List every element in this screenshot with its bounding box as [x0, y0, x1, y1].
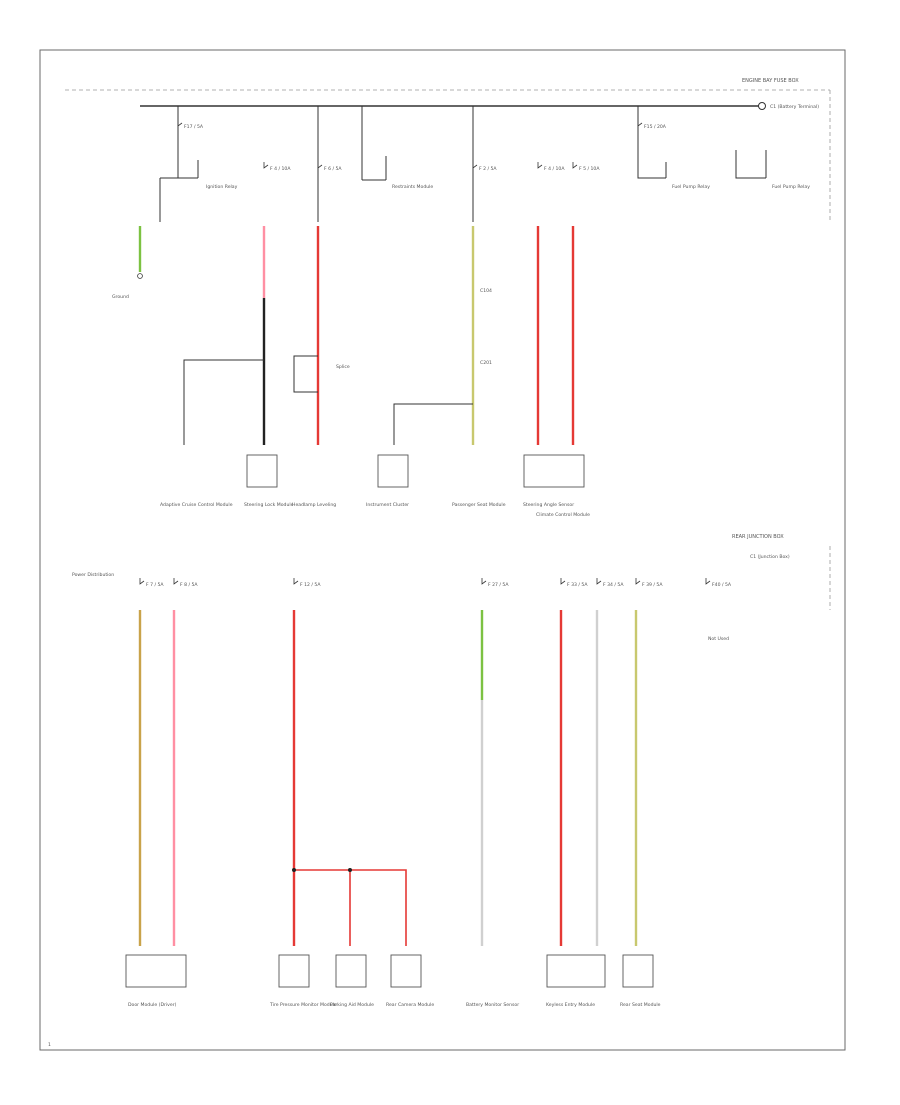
relay-branch [362, 156, 387, 181]
ground-point [137, 273, 143, 279]
fuse-symbol: F 34 / 5A [596, 578, 624, 588]
spare-fuse-label: Not Used [708, 636, 729, 642]
module-headlamp-leveling: Headlamp Leveling [292, 502, 336, 508]
svg-text:F 2 / 5A: F 2 / 5A [479, 166, 497, 172]
splice-point [292, 868, 296, 872]
wire-splice-branch [294, 869, 407, 946]
module-rear-camera: Rear Camera Module [386, 954, 434, 1008]
svg-text:Climate Control Module: Climate Control Module [536, 512, 590, 518]
inline-connector-label: Splice [336, 364, 350, 370]
svg-text:Adaptive Cruise Control Module: Adaptive Cruise Control Module [160, 502, 233, 508]
module-adaptive-cruise: Adaptive Cruise Control Module [160, 502, 233, 508]
svg-text:F 6 / 5A: F 6 / 5A [324, 166, 342, 172]
module-steering-angle: Steering Angle Sensor [523, 454, 585, 508]
battery-terminal-connector [758, 102, 766, 110]
module-door-driver: Door Module (Driver) [125, 954, 187, 1008]
svg-text:Rear Seat Module: Rear Seat Module [620, 1002, 661, 1008]
module-tire-pressure: Tire Pressure Monitor Module [269, 954, 337, 1008]
svg-text:Steering Lock Module: Steering Lock Module [244, 502, 294, 508]
inline-connector-label: C201 [480, 360, 492, 366]
svg-text:F15 / 20A: F15 / 20A [644, 124, 667, 130]
module-parking-aid: Parking Aid Module [330, 954, 374, 1008]
relay-branch [637, 146, 667, 179]
module-climate-control: Climate Control Module [536, 512, 590, 518]
fuse-symbol: F40 / 5A [705, 578, 732, 588]
top-connector-label: C1 (Battery Terminal) [770, 104, 819, 110]
svg-text:Battery Monitor Sensor: Battery Monitor Sensor [466, 1002, 519, 1008]
diagram-frame [39, 49, 846, 1051]
module-steering-lock: Steering Lock Module [244, 454, 294, 508]
splice-point [348, 868, 352, 872]
svg-text:F 4 / 10A: F 4 / 10A [544, 166, 565, 172]
svg-text:F 12 / 5A: F 12 / 5A [300, 582, 321, 588]
fuse-symbol: F 8 / 5A [173, 578, 198, 588]
fuse-symbol: F 4 / 10A [263, 162, 291, 172]
svg-text:F 27 / 5A: F 27 / 5A [488, 582, 509, 588]
relay-branch [735, 150, 767, 179]
svg-text:F 34 / 5A: F 34 / 5A [603, 582, 624, 588]
svg-text:Keyless Entry Module: Keyless Entry Module [546, 1002, 595, 1008]
top-header-label: ENGINE BAY FUSE BOX [742, 78, 799, 84]
page-number: 1 [48, 1042, 51, 1048]
svg-text:Parking Aid Module: Parking Aid Module [330, 1002, 374, 1008]
svg-text:F 8 / 5A: F 8 / 5A [180, 582, 198, 588]
relay-label: Fuel Pump Relay [772, 184, 810, 190]
fuse-symbol: F 7 / 5A [139, 578, 164, 588]
relay-label: Fuel Pump Relay [672, 184, 710, 190]
svg-text:Passenger Seat Module: Passenger Seat Module [452, 502, 506, 508]
svg-text:Tire Pressure Monitor Module: Tire Pressure Monitor Module [269, 1002, 337, 1008]
bottom-connector-label: C1 (Junction Box) [750, 554, 790, 560]
fuse-symbol: F 5 / 10A [572, 162, 600, 172]
fuse-symbol: F 12 / 5A [293, 578, 321, 588]
fuse-symbol: F 2 / 5A [472, 162, 497, 172]
svg-text:F17 / 5A: F17 / 5A [184, 124, 204, 130]
svg-text:F 4 / 10A: F 4 / 10A [270, 166, 291, 172]
module-passenger-seat: Passenger Seat Module [452, 502, 506, 508]
relay-label: Restraints Module [392, 184, 433, 190]
fuse-symbol: F 39 / 5A [635, 578, 663, 588]
svg-text:Steering Angle Sensor: Steering Angle Sensor [523, 502, 574, 508]
svg-text:Instrument Cluster: Instrument Cluster [366, 502, 409, 508]
bottom-header-label: REAR JUNCTION BOX [732, 534, 784, 540]
inline-connector-label: C104 [480, 288, 492, 294]
wire-splice-branch [183, 359, 264, 445]
bottom-left-connector-label: Power Distribution [72, 572, 114, 578]
svg-text:Headlamp Leveling: Headlamp Leveling [292, 502, 336, 508]
svg-text:F 39 / 5A: F 39 / 5A [642, 582, 663, 588]
fuse-symbol: F 27 / 5A [481, 578, 509, 588]
svg-text:Door Module (Driver): Door Module (Driver) [128, 1002, 177, 1008]
svg-text:Rear Camera Module: Rear Camera Module [386, 1002, 434, 1008]
inline-connector [293, 355, 318, 393]
fuse-symbol: F15 / 20A [637, 120, 667, 130]
fuse-symbol: F 33 / 5A [560, 578, 588, 588]
module-keyless-entry: Keyless Entry Module [546, 954, 606, 1008]
module-battery-monitor: Battery Monitor Sensor [466, 1002, 519, 1008]
svg-text:F 5 / 10A: F 5 / 10A [579, 166, 600, 172]
relay-branch [159, 146, 199, 222]
svg-text:F40 / 5A: F40 / 5A [712, 582, 732, 588]
ground-label: Ground [112, 294, 129, 300]
module-rear-seat: Rear Seat Module [620, 954, 661, 1008]
relay-label: Ignition Relay [206, 184, 238, 190]
svg-text:F 33 / 5A: F 33 / 5A [567, 582, 588, 588]
fuse-symbol: F 4 / 10A [537, 162, 565, 172]
module-instrument-cluster: Instrument Cluster [366, 454, 409, 508]
wire-splice-branch [393, 403, 473, 445]
fuse-symbol: F17 / 5A [177, 120, 204, 130]
svg-text:F 7 / 5A: F 7 / 5A [146, 582, 164, 588]
fuse-symbol: F 6 / 5A [317, 162, 342, 172]
